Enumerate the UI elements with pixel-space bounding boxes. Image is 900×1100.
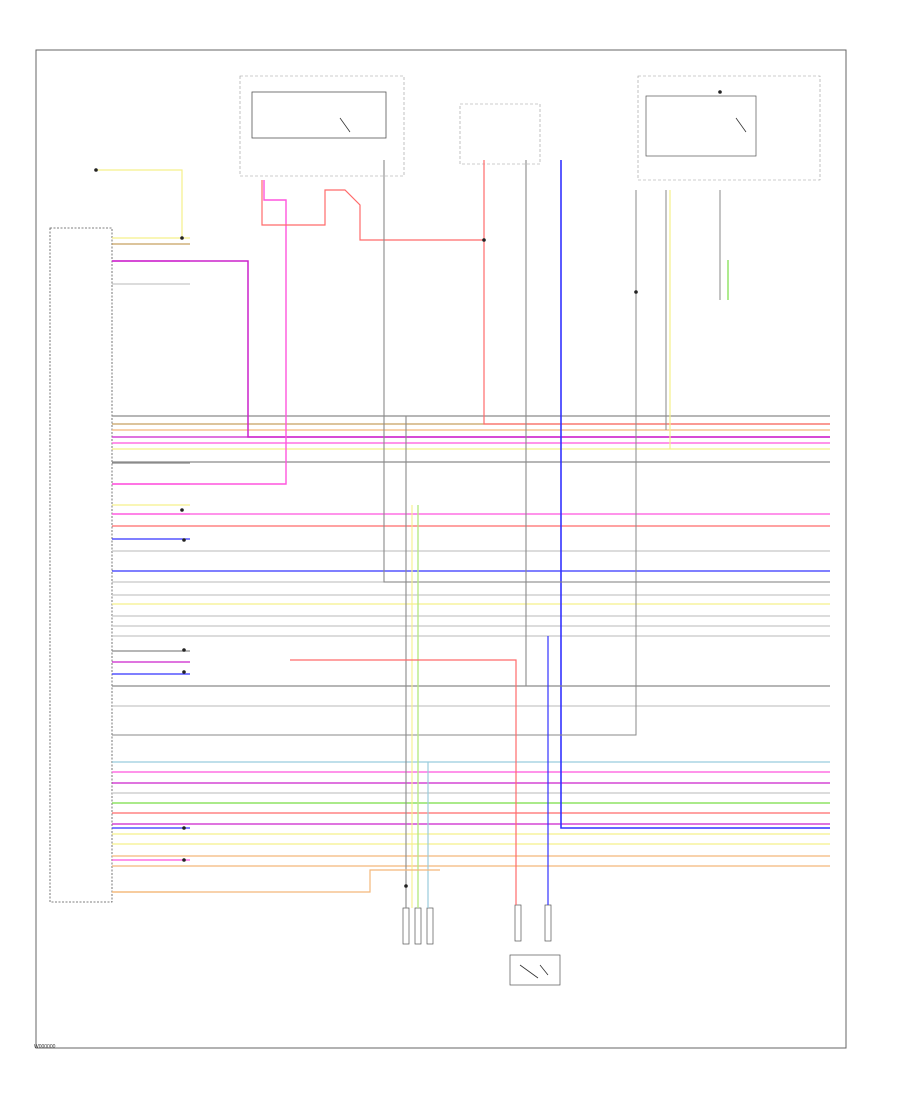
splice-dot-9 bbox=[182, 826, 186, 830]
feed-yellow-ground bbox=[96, 169, 183, 238]
wire-group bbox=[96, 160, 830, 908]
splice-dot-8 bbox=[182, 670, 186, 674]
splice-dot-group bbox=[94, 90, 722, 888]
sensor-connector-3 bbox=[426, 907, 434, 945]
feed-gray-vertical-1 bbox=[383, 160, 830, 583]
splice-dot-11 bbox=[94, 168, 98, 172]
sensor-connector-2 bbox=[414, 907, 422, 945]
splice-dot-1 bbox=[180, 236, 184, 240]
relay-box-main-outline bbox=[239, 75, 405, 177]
relay-switch-symbol bbox=[339, 117, 351, 133]
feed-red-vertical bbox=[483, 160, 830, 425]
feed-gray-right bbox=[112, 190, 637, 736]
clutch-connector-2 bbox=[544, 904, 552, 942]
feed-magenta-top bbox=[112, 260, 830, 438]
splice-dot-12 bbox=[718, 90, 722, 94]
diagram-code: W000000 bbox=[34, 1044, 56, 1050]
feed-gray-vertical-2 bbox=[525, 160, 830, 687]
fuse-box bbox=[459, 103, 541, 165]
feed-orange-sensor bbox=[112, 869, 440, 893]
relay-switch-symbol-right bbox=[735, 117, 747, 133]
relay-box-right-inner bbox=[645, 95, 757, 157]
splice-dot-2 bbox=[482, 238, 486, 242]
feed-blue-vertical bbox=[560, 160, 830, 829]
clutch-connector-1 bbox=[514, 904, 522, 942]
clutch-switch-symbol bbox=[519, 964, 549, 979]
splice-dot-10 bbox=[182, 858, 186, 862]
clutch-switch-box bbox=[509, 954, 561, 986]
splice-dot-5 bbox=[180, 508, 184, 512]
splice-dot-4 bbox=[404, 884, 408, 888]
feed-pink-relay bbox=[112, 180, 287, 485]
sensor-connector-1 bbox=[402, 907, 410, 945]
ecm-connector-block bbox=[49, 227, 113, 903]
feed-red-clutch bbox=[290, 659, 517, 905]
splice-dot-7 bbox=[182, 648, 186, 652]
splice-dot-3 bbox=[634, 290, 638, 294]
feed-red-relay-loop bbox=[261, 180, 484, 241]
diagram-frame bbox=[35, 49, 847, 1049]
relay-box-right bbox=[637, 75, 821, 181]
relay-box-main bbox=[251, 91, 387, 139]
splice-dot-6 bbox=[182, 538, 186, 542]
